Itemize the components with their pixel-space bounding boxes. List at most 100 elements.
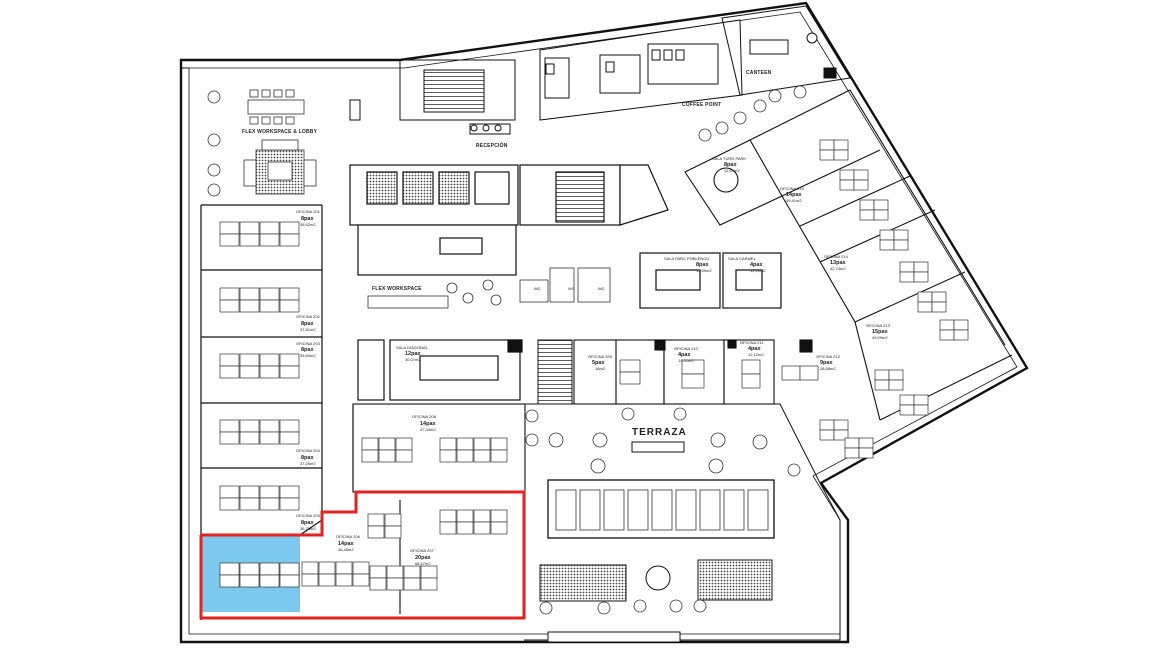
office-name: OFICINA 214 bbox=[824, 254, 849, 259]
desk bbox=[420, 577, 438, 591]
desk bbox=[839, 179, 855, 191]
reception-block bbox=[349, 59, 516, 135]
office-area: 37,81m2 bbox=[300, 327, 316, 332]
office-area: 49,41m2 bbox=[786, 198, 802, 203]
desk bbox=[361, 437, 379, 451]
desk bbox=[279, 221, 300, 235]
meeting-room-labels: SALA DIAGONAL 12pax 30,07m2 SALA TURÓ PA… bbox=[396, 156, 766, 362]
desk bbox=[219, 233, 240, 247]
desk bbox=[219, 419, 240, 433]
desk bbox=[873, 209, 889, 221]
office-name: OFICINA 206 bbox=[336, 534, 361, 539]
room-pax: 8pax bbox=[724, 162, 737, 168]
plant bbox=[539, 601, 553, 615]
desk bbox=[367, 525, 385, 539]
desk bbox=[239, 233, 260, 247]
desk bbox=[219, 562, 240, 576]
building-core bbox=[349, 164, 669, 276]
planter bbox=[555, 489, 577, 531]
desk bbox=[219, 365, 240, 379]
desk bbox=[858, 447, 874, 459]
office-pax: 8pax bbox=[301, 520, 314, 526]
planter bbox=[651, 489, 673, 531]
desk bbox=[917, 301, 933, 313]
desk bbox=[844, 447, 860, 459]
room-name: SALA DIAGONAL bbox=[396, 345, 429, 350]
zone-label-canteen: CANTEEN bbox=[746, 70, 772, 76]
flex-workspace-furniture bbox=[367, 267, 611, 309]
restroom-labels: WC WC WC bbox=[534, 286, 605, 291]
desk bbox=[893, 229, 909, 241]
planter bbox=[675, 489, 697, 531]
desk bbox=[874, 379, 890, 391]
desk bbox=[259, 353, 280, 367]
desk bbox=[279, 485, 300, 499]
room-name: SALA TURÓ PARK bbox=[712, 156, 746, 161]
office-pax: 4pax bbox=[748, 346, 761, 352]
desk bbox=[259, 233, 280, 247]
desk bbox=[279, 287, 300, 301]
desk bbox=[395, 437, 413, 451]
office-name: OFICINA 209 bbox=[588, 354, 613, 359]
desk bbox=[899, 261, 915, 273]
desk bbox=[939, 319, 955, 331]
office-area: 35,62m2 bbox=[300, 222, 316, 227]
desk bbox=[853, 179, 869, 191]
desk bbox=[219, 574, 240, 588]
desk bbox=[279, 233, 300, 247]
plant bbox=[525, 433, 539, 447]
office-area: 49,09m2 bbox=[872, 335, 888, 340]
desk bbox=[853, 169, 869, 181]
left-office-desks bbox=[219, 221, 300, 588]
desk bbox=[403, 577, 421, 591]
desk bbox=[456, 437, 474, 451]
desk bbox=[893, 239, 909, 251]
office-name: OFICINA 213 bbox=[866, 323, 891, 328]
desk bbox=[931, 301, 947, 313]
desk bbox=[378, 437, 396, 451]
desk bbox=[473, 509, 491, 523]
desk bbox=[259, 287, 280, 301]
office-pax: 9pax bbox=[820, 360, 833, 366]
room-pax: 4pax bbox=[750, 262, 763, 268]
desk bbox=[439, 449, 457, 463]
desk bbox=[403, 565, 421, 579]
desk bbox=[378, 449, 396, 463]
restroom-block bbox=[539, 19, 743, 121]
desk bbox=[819, 139, 835, 151]
desk bbox=[490, 509, 508, 523]
office-name: OFICINA 215 bbox=[780, 186, 805, 191]
desk bbox=[913, 394, 929, 406]
room-area: 12,24m2 bbox=[750, 268, 766, 273]
desk bbox=[939, 329, 955, 341]
desk bbox=[259, 419, 280, 433]
zone-label-terraza: TERRAZA bbox=[632, 427, 687, 438]
office-pax: 8pax bbox=[301, 216, 314, 222]
office-area: 37,26m2 bbox=[300, 461, 316, 466]
office-name: OFICINA 210 bbox=[674, 346, 699, 351]
office-pax: 14pax bbox=[786, 192, 803, 198]
planter bbox=[699, 489, 721, 531]
desk bbox=[839, 169, 855, 181]
desk bbox=[279, 497, 300, 511]
room-area: 15,59m2 bbox=[696, 268, 712, 273]
desk bbox=[279, 431, 300, 445]
terrace-table bbox=[710, 432, 726, 448]
office-area: 12,12m2 bbox=[748, 352, 764, 357]
desk bbox=[420, 565, 438, 579]
desk bbox=[219, 299, 240, 313]
coffee-point-seating bbox=[698, 85, 807, 142]
left-office-labels: OFICINA 201 8pax 35,62m2 OFICINA 202 8pa… bbox=[296, 209, 321, 531]
terrace-table bbox=[590, 458, 606, 474]
desk bbox=[259, 562, 280, 576]
terrace-table bbox=[592, 432, 608, 448]
office-area: 35,65m2 bbox=[300, 353, 316, 358]
room-area: 30,07m2 bbox=[405, 357, 421, 362]
office-pax: 4pax bbox=[678, 352, 691, 358]
desk bbox=[219, 221, 240, 235]
desk bbox=[439, 437, 457, 451]
east-offices-walls bbox=[749, 89, 1013, 421]
office-name: OFICINA 203 bbox=[296, 341, 321, 346]
east-office-desks bbox=[819, 139, 969, 459]
